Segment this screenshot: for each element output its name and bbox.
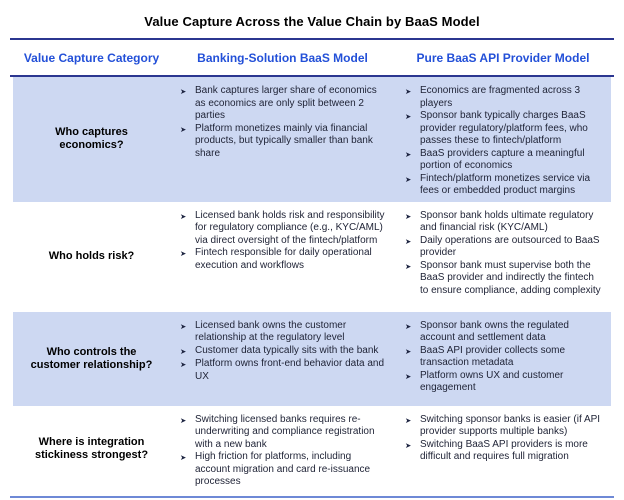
list-item: ➤ Platform owns UX and customer engageme… bbox=[405, 370, 601, 395]
header-pure-baas-api-model: Pure BaaS API Provider Model bbox=[416, 50, 590, 65]
list-item: ➤ Economics are fragmented across 3 play… bbox=[405, 85, 601, 110]
arrow-bullet-icon: ➤ bbox=[405, 149, 412, 159]
bullet-text: Licensed bank holds risk and responsibil… bbox=[195, 209, 385, 246]
bullet-text: Sponsor bank must supervise both the Baa… bbox=[420, 259, 601, 296]
banking-cell: ➤ Bank captures larger share of economic… bbox=[170, 77, 395, 202]
list-item: ➤ Sponsor bank must supervise both the B… bbox=[405, 260, 601, 298]
pure-cell: ➤ Sponsor bank holds ultimate regulatory… bbox=[395, 202, 611, 312]
bullet-text: Fintech responsible for daily operationa… bbox=[195, 247, 372, 271]
bullet-text: BaaS providers capture a meaningful port… bbox=[420, 147, 585, 172]
bullet-text: Platform owns UX and customer engagement bbox=[420, 369, 564, 394]
table-row-risk: Who holds risk? ➤ Licensed bank holds ri… bbox=[13, 202, 611, 312]
arrow-bullet-icon: ➤ bbox=[180, 211, 187, 221]
arrow-bullet-icon: ➤ bbox=[405, 236, 412, 246]
bullet-text: Sponsor bank holds ultimate regulatory a… bbox=[420, 209, 594, 234]
bullet-text: Switching licensed banks requires re-und… bbox=[195, 413, 375, 450]
category-cell: Who captures economics? bbox=[55, 126, 128, 152]
list-item: ➤ Platform owns front-end behavior data … bbox=[180, 358, 385, 383]
page-title: Value Capture Across the Value Chain by … bbox=[144, 13, 480, 29]
arrow-bullet-icon: ➤ bbox=[180, 415, 187, 425]
arrow-bullet-icon: ➤ bbox=[180, 321, 187, 331]
bullet-text: Daily operations are outsourced to BaaS … bbox=[420, 234, 600, 259]
bullet-text: High friction for platforms, including a… bbox=[195, 451, 371, 487]
arrow-bullet-icon: ➤ bbox=[405, 371, 412, 381]
divider-header bbox=[10, 75, 614, 77]
comparison-table: Who captures economics? ➤ Bank captures … bbox=[13, 77, 611, 493]
header-value-capture-category: Value Capture Category bbox=[23, 50, 160, 65]
pure-cell: ➤ Economics are fragmented across 3 play… bbox=[395, 77, 611, 202]
bullet-text: Licensed bank owns the customer relation… bbox=[195, 319, 347, 344]
list-item: ➤ Daily operations are outsourced to Baa… bbox=[405, 235, 601, 260]
arrow-bullet-icon: ➤ bbox=[405, 346, 412, 356]
arrow-bullet-icon: ➤ bbox=[180, 124, 187, 134]
bullet-text: Switching sponsor banks is easier (if AP… bbox=[420, 413, 601, 438]
table-row-customer-relationship: Who controls the customer relationship? … bbox=[13, 311, 611, 406]
arrow-bullet-icon: ➤ bbox=[405, 87, 412, 96]
category-cell: Who holds risk? bbox=[48, 250, 135, 262]
bullet-text: Platform monetizes mainly via financial … bbox=[195, 122, 373, 159]
list-item: ➤ BaaS providers capture a meaningful po… bbox=[405, 148, 601, 173]
table-header: Value Capture Category Banking-Solution … bbox=[13, 40, 611, 75]
banking-cell: ➤ Licensed bank holds risk and responsib… bbox=[170, 202, 395, 312]
pure-cell: ➤ Switching sponsor banks is easier (if … bbox=[395, 406, 611, 493]
bullet-text: Platform owns front-end behavior data an… bbox=[195, 358, 384, 382]
arrow-bullet-icon: ➤ bbox=[180, 87, 187, 96]
bullet-text: Fintech/platform monetizes service via f… bbox=[420, 172, 591, 197]
arrow-bullet-icon: ➤ bbox=[405, 174, 412, 184]
bullet-text: Economics are fragmented across 3 player… bbox=[420, 85, 581, 109]
list-item: ➤ Fintech/platform monetizes service via… bbox=[405, 173, 601, 198]
list-item: ➤ Switching sponsor banks is easier (if … bbox=[405, 414, 601, 439]
header-banking-solution-model: Banking-Solution BaaS Model bbox=[197, 50, 368, 65]
list-item: ➤ Sponsor bank typically charges BaaS pr… bbox=[405, 110, 601, 148]
category-cell: Where is integration stickiness stronges… bbox=[34, 436, 149, 461]
bullet-text: Sponsor bank owns the regulated account … bbox=[420, 319, 569, 344]
pure-cell: ➤ Sponsor bank owns the regulated accoun… bbox=[395, 312, 611, 406]
list-item: ➤ Bank captures larger share of economic… bbox=[180, 85, 385, 123]
arrow-bullet-icon: ➤ bbox=[180, 360, 187, 369]
list-item: ➤ Licensed bank holds risk and responsib… bbox=[180, 210, 385, 248]
list-item: ➤ Customer data typically sits with the … bbox=[180, 345, 385, 359]
bullet-text: BaaS API provider collects some transact… bbox=[420, 344, 566, 369]
list-item: ➤ Switching BaaS API providers is more d… bbox=[405, 439, 601, 464]
arrow-bullet-icon: ➤ bbox=[180, 453, 187, 462]
arrow-bullet-icon: ➤ bbox=[405, 415, 412, 425]
table-row-integration-stickiness: Where is integration stickiness stronges… bbox=[13, 406, 611, 493]
bullet-text: Bank captures larger share of economics … bbox=[195, 85, 377, 121]
divider-top bbox=[10, 38, 614, 40]
list-item: ➤ Sponsor bank holds ultimate regulatory… bbox=[405, 210, 601, 235]
list-item: ➤ Fintech responsible for daily operatio… bbox=[180, 247, 385, 272]
banking-cell: ➤ Switching licensed banks requires re-u… bbox=[170, 406, 395, 493]
list-item: ➤ Platform monetizes mainly via financia… bbox=[180, 123, 385, 161]
table-row-economics: Who captures economics? ➤ Bank captures … bbox=[13, 77, 611, 202]
arrow-bullet-icon: ➤ bbox=[405, 261, 412, 271]
arrow-bullet-icon: ➤ bbox=[405, 211, 412, 221]
list-item: ➤ Switching licensed banks requires re-u… bbox=[180, 414, 385, 452]
bullet-text: Customer data typically sits with the ba… bbox=[195, 344, 379, 356]
bullet-text: Switching BaaS API providers is more dif… bbox=[420, 438, 588, 463]
divider-bottom bbox=[10, 495, 614, 498]
list-item: ➤ Sponsor bank owns the regulated accoun… bbox=[405, 320, 601, 345]
arrow-bullet-icon: ➤ bbox=[180, 346, 187, 356]
arrow-bullet-icon: ➤ bbox=[405, 440, 412, 450]
banking-cell: ➤ Licensed bank owns the customer relati… bbox=[170, 312, 395, 406]
category-cell: Who controls the customer relationship? bbox=[30, 345, 153, 371]
arrow-bullet-icon: ➤ bbox=[405, 321, 412, 331]
list-item: ➤ High friction for platforms, including… bbox=[180, 451, 385, 489]
arrow-bullet-icon: ➤ bbox=[180, 249, 187, 258]
arrow-bullet-icon: ➤ bbox=[405, 112, 412, 121]
list-item: ➤ BaaS API provider collects some transa… bbox=[405, 345, 601, 370]
list-item: ➤ Licensed bank owns the customer relati… bbox=[180, 320, 385, 345]
bullet-text: Sponsor bank typically charges BaaS prov… bbox=[420, 110, 588, 146]
